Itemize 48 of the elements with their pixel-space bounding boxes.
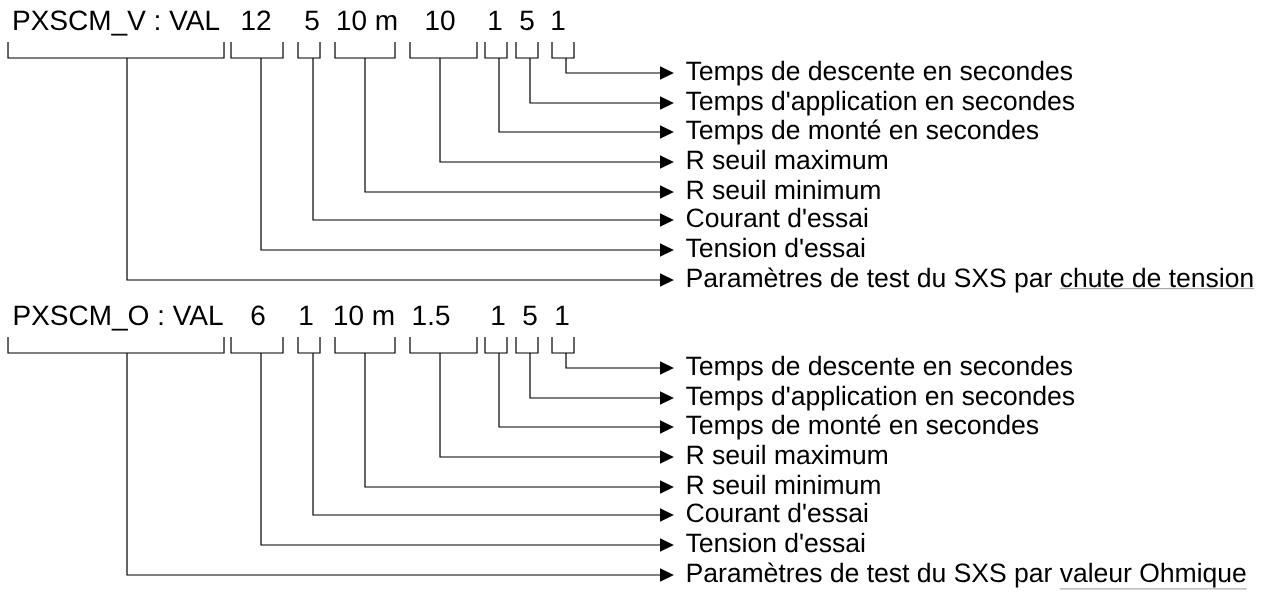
description-text: Courant d'essai: [686, 207, 868, 228]
arrow: [439, 352, 674, 464]
field-value: 5: [520, 10, 534, 31]
arrow: [312, 352, 674, 522]
arrow: [364, 57, 674, 199]
description-text: R seuil minimum: [687, 179, 880, 200]
field-value: 1: [492, 305, 505, 325]
description-text: Paramètres de test du SXS par valeur Ohmique: [687, 562, 1247, 590]
field-value: 10 m: [335, 305, 394, 326]
field-value: 5: [523, 305, 537, 326]
field-value: 1: [300, 305, 313, 325]
arrow: [439, 57, 674, 169]
arrow: [498, 57, 674, 139]
field-value: PXSCM_O : VAL: [14, 305, 223, 331]
description-text: Temps de descente en secondes: [686, 60, 1072, 86]
field-value: 5: [305, 10, 319, 31]
description-text: R seuil maximum: [687, 149, 887, 170]
arrow: [260, 352, 674, 552]
description-text: Paramètres de test du SXS par chute de tension: [687, 267, 1255, 293]
arrow: [565, 57, 674, 80]
description-text: Temps de monté en secondes: [686, 414, 1039, 440]
arrow: [529, 352, 674, 405]
field-value: 1: [552, 10, 565, 30]
arrow: [565, 352, 674, 375]
description-text: Temps de descente en secondes: [686, 355, 1072, 381]
arrow: [126, 57, 674, 287]
description-text: Temps d'application en secondes: [686, 385, 1075, 411]
field-value: 10 m: [338, 10, 397, 31]
arrow: [529, 57, 674, 110]
field-value: 12: [242, 10, 271, 30]
arrow: [126, 352, 674, 582]
field-value: PXSCM_V : VAL: [14, 10, 220, 36]
description-text: Tension d'essai: [686, 532, 865, 553]
arrow: [364, 352, 674, 494]
field-value: 1: [556, 305, 569, 325]
field-value: 1.5: [413, 305, 450, 326]
description-text: Temps d'application en secondes: [686, 90, 1075, 116]
description-text: Temps de monté en secondes: [686, 119, 1039, 145]
arrow: [498, 352, 674, 434]
field-value: 6: [251, 305, 265, 326]
field-value: 10: [426, 10, 455, 31]
description-text: R seuil maximum: [687, 444, 887, 465]
arrow: [312, 57, 674, 227]
arrow: [260, 57, 674, 257]
description-text: Courant d'essai: [686, 502, 868, 523]
field-value: 1: [489, 10, 502, 30]
description-text: R seuil minimum: [687, 474, 880, 495]
description-text: Tension d'essai: [686, 237, 865, 258]
